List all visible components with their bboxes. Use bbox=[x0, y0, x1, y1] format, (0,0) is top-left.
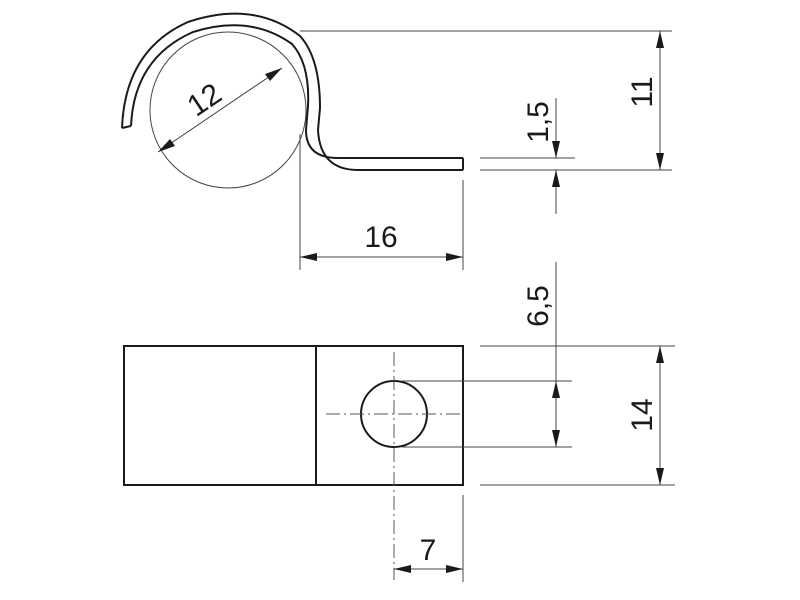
offset-arrow-right bbox=[446, 565, 463, 573]
tab-length-label: 16 bbox=[364, 221, 397, 254]
clip-outline bbox=[123, 345, 464, 486]
tab-arrow-left bbox=[300, 253, 317, 261]
hole-offset-label: 7 bbox=[420, 534, 437, 567]
offset-arrow-left bbox=[394, 565, 411, 573]
width-arrow-bottom bbox=[656, 468, 664, 485]
width-label: 14 bbox=[626, 398, 659, 431]
height-arrow-top bbox=[656, 31, 664, 48]
tab-arrow-right bbox=[446, 253, 463, 261]
hole-diameter-label: 6,5 bbox=[522, 285, 555, 327]
clip-inner-contour bbox=[130, 24, 463, 159]
hole-arrow-bottom bbox=[552, 430, 560, 447]
side-view: 12 11 1,5 16 bbox=[121, 12, 672, 270]
height-arrow-bottom bbox=[656, 153, 664, 170]
diameter-dimension-line bbox=[157, 67, 283, 153]
hole-arrow-top bbox=[552, 381, 560, 398]
height-label: 11 bbox=[626, 76, 659, 107]
pipe-reference-circle bbox=[149, 31, 307, 189]
thickness-arrow-top bbox=[552, 141, 560, 158]
clip-outer-contour bbox=[121, 12, 463, 171]
diameter-arrow-start bbox=[158, 139, 175, 152]
thickness-label: 1,5 bbox=[522, 101, 555, 143]
top-view: 14 6,5 7 bbox=[123, 262, 675, 582]
clip-end-cap bbox=[121, 125, 132, 129]
diameter-label: 12 bbox=[182, 77, 228, 123]
diameter-arrow-end bbox=[265, 68, 282, 81]
width-arrow-top bbox=[656, 346, 664, 363]
thickness-arrow-bottom bbox=[552, 170, 560, 187]
